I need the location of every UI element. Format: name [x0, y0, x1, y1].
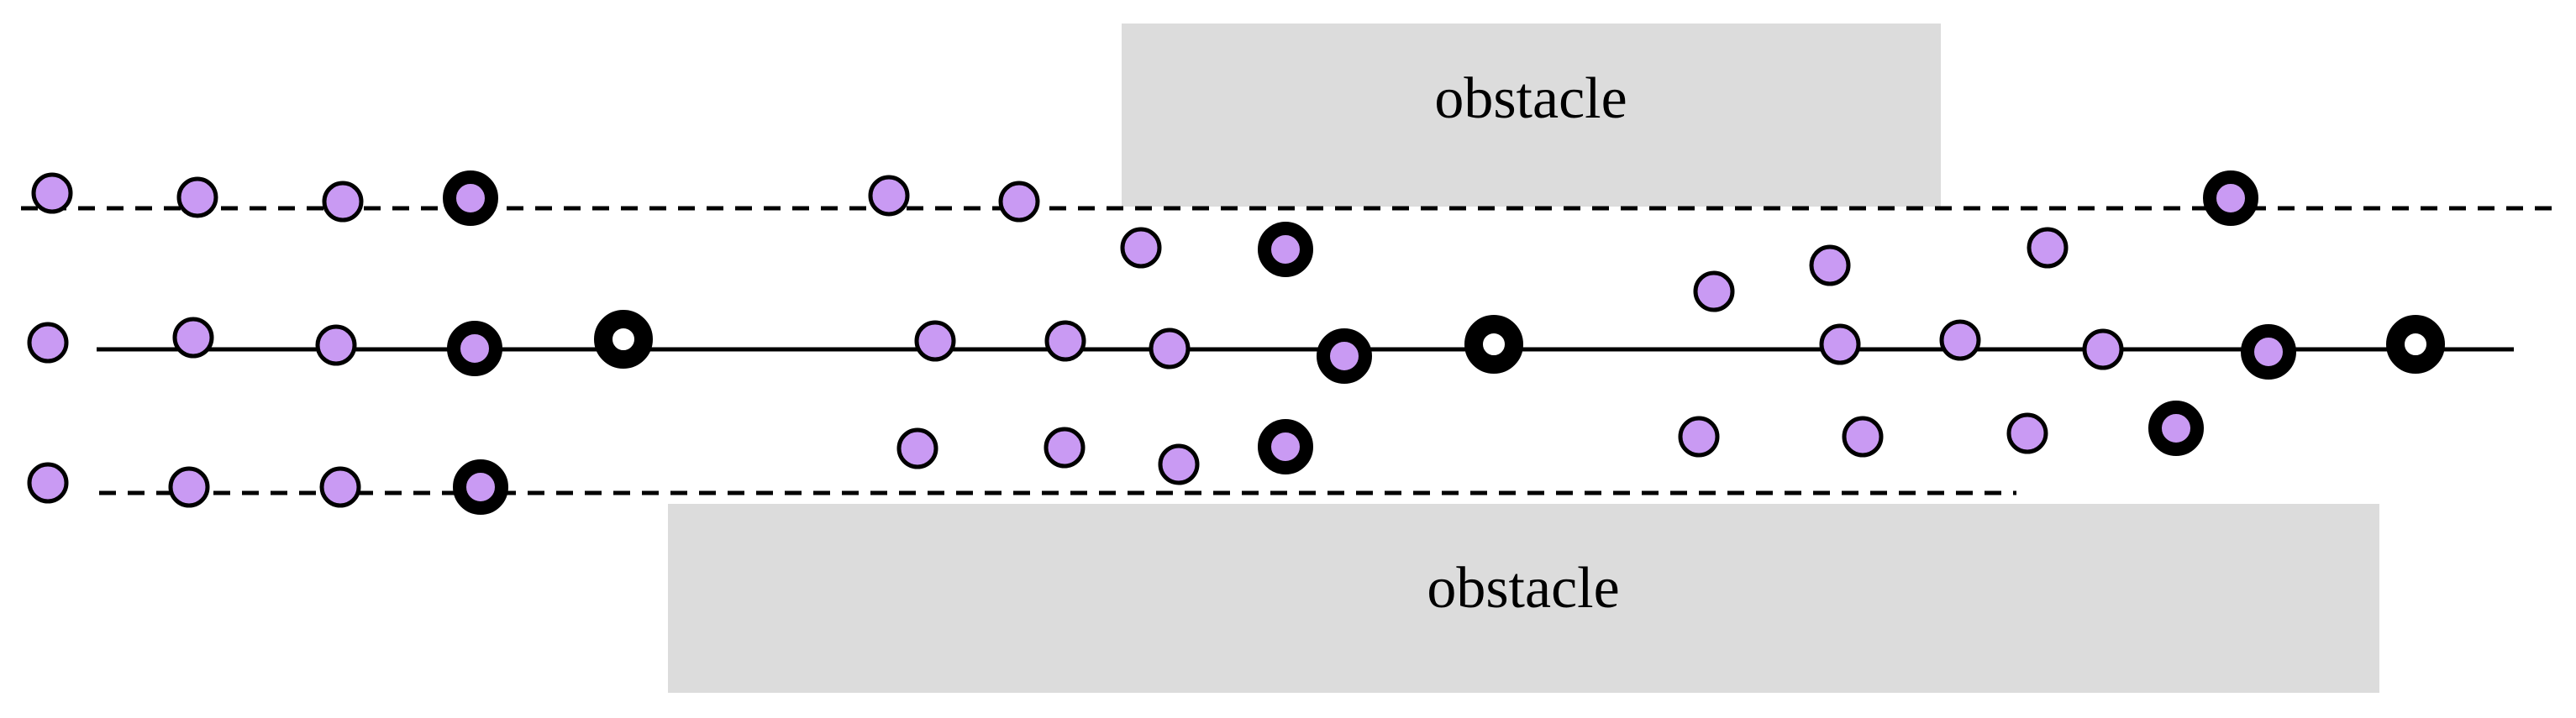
purple-node: [914, 320, 956, 362]
purple-node: [1842, 416, 1884, 458]
purple-node: [1158, 443, 1200, 485]
purple-node: [1678, 416, 1720, 458]
ringed-hollow-node: [594, 310, 653, 369]
purple-node: [1693, 270, 1735, 312]
ringed-purple-node: [453, 459, 508, 515]
purple-node: [315, 324, 357, 366]
purple-node: [2027, 227, 2069, 269]
purple-node: [1044, 427, 1086, 469]
ringed-purple-node: [447, 321, 502, 376]
purple-node: [176, 176, 218, 218]
purple-node: [322, 181, 364, 223]
purple-node: [172, 317, 214, 359]
ringed-hollow-node: [2386, 315, 2445, 374]
purple-node: [1819, 323, 1861, 365]
purple-node: [1120, 227, 1162, 269]
top-obstacle-label: obstacle: [1434, 66, 1627, 131]
purple-node: [1939, 319, 1981, 361]
bottom-obstacle-label: obstacle: [1427, 556, 1619, 621]
purple-node: [319, 466, 361, 508]
purple-node: [1149, 328, 1191, 369]
bottom-obstacle: [668, 504, 2379, 693]
purple-node: [31, 172, 73, 214]
purple-node: [868, 175, 910, 217]
purple-node: [998, 181, 1040, 223]
ringed-purple-node: [2241, 324, 2296, 380]
ringed-hollow-node: [1464, 315, 1523, 374]
purple-node: [27, 462, 69, 504]
purple-node: [168, 466, 210, 508]
purple-node: [1044, 320, 1086, 362]
purple-node: [1809, 244, 1851, 286]
purple-node: [27, 322, 69, 364]
ringed-purple-node: [2148, 401, 2204, 456]
purple-node: [2082, 328, 2124, 370]
node-layer: [27, 170, 2445, 515]
purple-node: [2006, 412, 2048, 454]
ringed-purple-node: [1258, 222, 1313, 277]
ringed-purple-node: [443, 170, 498, 226]
top-obstacle: [1122, 24, 1941, 207]
ringed-purple-node: [1317, 328, 1372, 384]
ringed-purple-node: [1258, 419, 1313, 474]
ringed-purple-node: [2203, 170, 2258, 226]
purple-node: [896, 427, 938, 469]
